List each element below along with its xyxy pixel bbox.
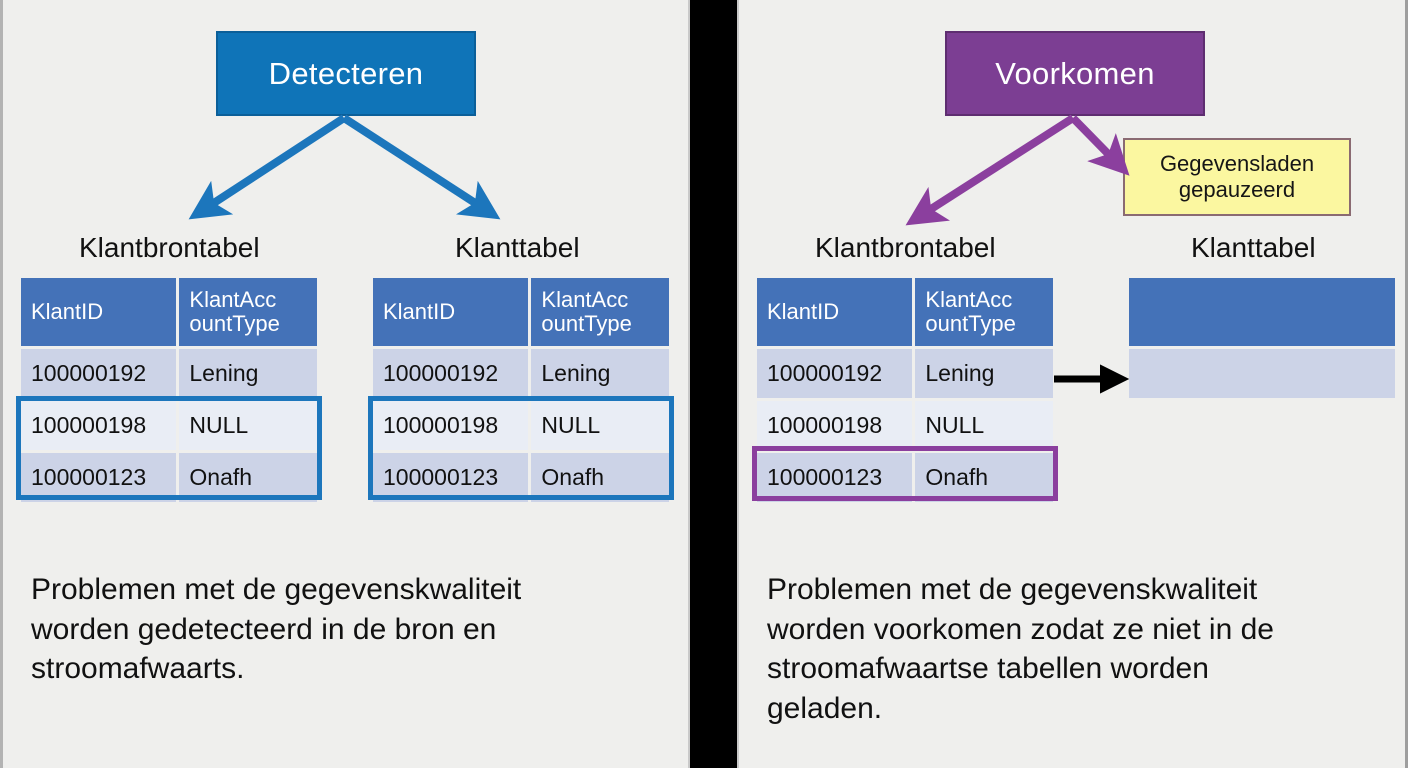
cell-id: 100000192 [757, 349, 913, 398]
header-cell-line1: KlantAcc [541, 287, 629, 312]
callout-line2: gepauzeerd [1178, 177, 1296, 202]
label-klanttabel-right: Klanttabel [1191, 232, 1316, 263]
label-klanttabel-left: Klanttabel [455, 232, 580, 263]
caption-line: geladen. [767, 691, 883, 725]
table-row: 100000123 Onafh [373, 453, 669, 502]
table-klantbrontabel-right: KlantID KlantAcc ountType 100000192 Leni… [757, 278, 1053, 502]
cell-id: 100000198 [373, 401, 529, 450]
cell-type: NULL [179, 401, 317, 450]
cell-id: 100000123 [757, 453, 913, 502]
cell-type: Lening [531, 349, 669, 398]
label-klantbrontabel-left: Klantbrontabel [79, 232, 260, 263]
cell-type: NULL [915, 401, 1053, 450]
cell-id: 100000198 [757, 401, 913, 450]
cell-type: Onafh [179, 453, 317, 502]
detect-title-label: Detecteren [268, 55, 424, 91]
label-klantbrontabel-right: Klantbrontabel [815, 232, 996, 263]
prevent-title-box: Voorkomen [945, 31, 1205, 116]
header-cell-klantaccounttype: KlantAcc ountType [531, 278, 669, 346]
panel-prevent: Voorkomen Gegevensladen gepauzeerd Klant… [737, 0, 1408, 768]
header-cell-klantaccounttype: KlantAcc ountType [915, 278, 1053, 346]
caption-line: Problemen met de gegevenskwaliteit [31, 573, 522, 606]
caption-line: worden gedetecteerd in de bron en [31, 612, 497, 646]
table-row: 100000192 Lening [757, 349, 1053, 398]
table-row: 100000192 Lening [373, 349, 669, 398]
cell-type: Onafh [915, 453, 1053, 502]
header-cell-klantid: KlantID [21, 278, 177, 346]
cell-id: 100000123 [373, 453, 529, 502]
table-row: 100000123 Onafh [21, 453, 317, 502]
cell-type: Lening [179, 349, 317, 398]
cell-id: 100000123 [21, 453, 177, 502]
header-cell-line2: ountType [925, 311, 1016, 337]
callout-line1: Gegevensladen [1159, 151, 1315, 177]
table-row: 100000192 Lening [21, 349, 317, 398]
caption-prevent: Problemen met de gegevenskwaliteit worde… [767, 570, 1407, 728]
table-klanttabel-left: KlantID KlantAcc ountType 100000192 Leni… [373, 278, 669, 502]
header-cell-line1: KlantAcc [189, 287, 277, 312]
table-header-row: KlantID KlantAcc ountType [373, 278, 669, 346]
cell-type: Onafh [531, 453, 669, 502]
caption-line: stroomafwaartse tabellen worden [767, 652, 1209, 686]
cell-id: 100000192 [373, 349, 529, 398]
header-cell-line1: KlantAcc [925, 287, 1013, 312]
cell-type: NULL [531, 401, 669, 450]
header-cell-line2: ountType [541, 311, 632, 337]
table-row: 100000198 NULL [757, 401, 1053, 450]
cell-id: 100000192 [21, 349, 177, 398]
cell-type: Lening [915, 349, 1053, 398]
callout-data-loading-paused: Gegevensladen gepauzeerd [1123, 138, 1351, 216]
header-cell-klantid: KlantID [373, 278, 529, 346]
table-klantbrontabel-left: KlantID KlantAcc ountType 100000192 Leni… [21, 278, 317, 502]
caption-line: Problemen met de gegevenskwaliteit [767, 573, 1258, 606]
caption-line: worden voorkomen zodat ze niet in de [767, 612, 1274, 646]
empty-data-band [1129, 349, 1395, 398]
cell-id: 100000198 [21, 401, 177, 450]
table-row: 100000198 NULL [21, 401, 317, 450]
table-row: 100000123 Onafh [757, 453, 1053, 502]
prevent-title-label: Voorkomen [995, 55, 1155, 91]
panel-detect: Detecteren Klantbrontabel Klanttabel Kla… [0, 0, 690, 768]
header-cell-line2: ountType [189, 311, 280, 337]
detect-title-box: Detecteren [216, 31, 476, 116]
caption-detect: Problemen met de gegevenskwaliteit worde… [31, 570, 661, 689]
table-header-row: KlantID KlantAcc ountType [757, 278, 1053, 346]
table-header-row: KlantID KlantAcc ountType [21, 278, 317, 346]
table-klanttabel-right-empty [1129, 278, 1395, 398]
header-cell-klantaccounttype: KlantAcc ountType [179, 278, 317, 346]
table-row: 100000198 NULL [373, 401, 669, 450]
header-cell-klantid: KlantID [757, 278, 913, 346]
empty-header-band [1129, 278, 1395, 346]
caption-line: stroomafwaarts. [31, 652, 245, 686]
